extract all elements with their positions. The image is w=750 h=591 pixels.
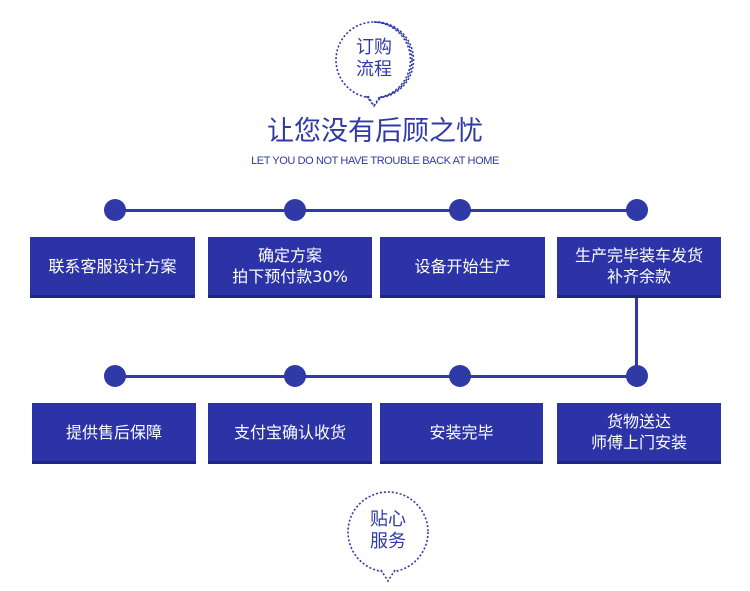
step-label-4: 生产完毕装车发货 补齐余款 bbox=[574, 246, 703, 286]
step-box-5: 货物送达 师傅上门安装 bbox=[557, 403, 721, 461]
vertical-connector-line bbox=[635, 297, 638, 377]
row2-dot-4 bbox=[626, 365, 648, 387]
step-box-1: 联系客服设计方案 bbox=[30, 237, 195, 295]
step-box-4: 生产完毕装车发货 补齐余款 bbox=[557, 237, 721, 295]
page-subline: LET YOU DO NOT HAVE TROUBLE BACK AT HOME bbox=[251, 155, 499, 167]
step-box-7: 支付宝确认收货 bbox=[208, 403, 372, 461]
step-label-8: 提供售后保障 bbox=[65, 422, 162, 442]
step-label-2: 确定方案 拍下预付款30% bbox=[232, 246, 348, 286]
step-label-1: 联系客服设计方案 bbox=[48, 256, 177, 276]
step-label-3: 设备开始生产 bbox=[414, 256, 511, 276]
top-badge-outline bbox=[335, 21, 415, 108]
step-label-5: 货物送达 师傅上门安装 bbox=[590, 412, 687, 452]
row1-connector-line bbox=[115, 209, 637, 212]
row1-dot-4 bbox=[626, 199, 648, 221]
step-box-8: 提供售后保障 bbox=[32, 403, 196, 461]
page-headline: 让您没有后顾之忧 bbox=[267, 116, 483, 147]
step-box-6: 安装完毕 bbox=[380, 403, 543, 461]
row2-dot-2 bbox=[284, 365, 306, 387]
row2-dot-3 bbox=[449, 365, 471, 387]
step-box-3: 设备开始生产 bbox=[380, 237, 545, 295]
row2-dot-1 bbox=[104, 365, 126, 387]
bottom-badge-outline bbox=[347, 491, 429, 583]
top-badge-text: 订购 流程 bbox=[356, 37, 392, 80]
step-box-2: 确定方案 拍下预付款30% bbox=[208, 237, 372, 295]
step-label-7: 支付宝确认收货 bbox=[233, 422, 346, 442]
step-label-6: 安装完毕 bbox=[429, 422, 494, 442]
row2-connector-line bbox=[115, 375, 637, 378]
row1-dot-1 bbox=[104, 199, 126, 221]
row1-dot-2 bbox=[284, 199, 306, 221]
bottom-badge-text: 贴心 服务 bbox=[370, 509, 406, 552]
row1-dot-3 bbox=[449, 199, 471, 221]
